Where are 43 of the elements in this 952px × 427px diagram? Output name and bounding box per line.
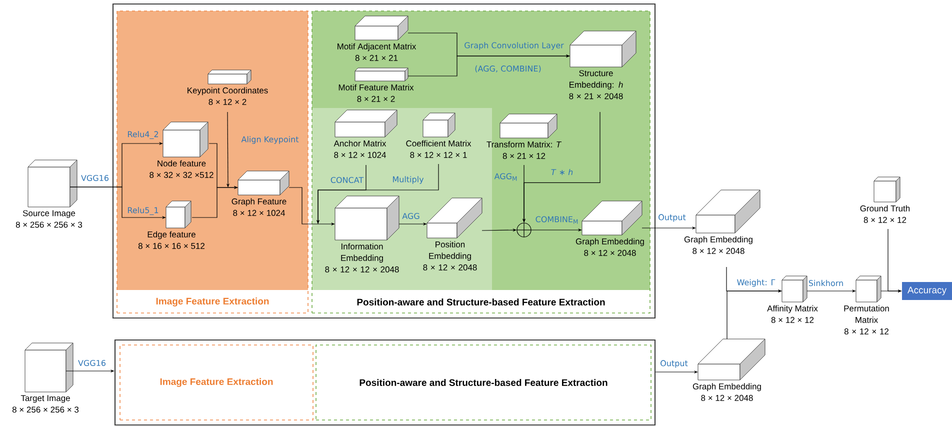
edge-label: Relu5_1: [128, 207, 158, 215]
result-box: Accuracy: [902, 282, 952, 300]
block-caption: Keypoint Coordinates 8 × 12 × 2: [188, 87, 268, 105]
edge-label: Align Keypoint: [241, 136, 299, 144]
block-caption: Graph Embedding 8 × 12 × 2048: [684, 236, 752, 254]
edge-label: Output: [658, 214, 686, 222]
block-caption: Graph Feature 8 × 12 × 1024: [232, 198, 286, 216]
block-caption: Ground Truth 8 × 12 × 12: [860, 205, 910, 223]
block-caption: Transform Matrix: T 8 × 21 × 12: [486, 141, 562, 159]
block-caption: Motif Adjacent Matrix 8 × 21 × 21: [338, 43, 416, 61]
edge-label: AGG: [402, 212, 420, 220]
edge-label: Sinkhorn: [808, 280, 843, 286]
edge-label: T ∗ h: [551, 168, 573, 176]
block-caption: Structure Embedding: h 8 × 21 × 2048: [569, 70, 623, 100]
edge-label: Multiply: [393, 176, 424, 184]
edge-label: Output: [660, 360, 688, 368]
edge-label: CONCAT: [330, 176, 364, 184]
block-caption: Information Embedding 8 × 12 × 12 × 2048: [325, 243, 399, 272]
block-caption: Source Image 8 × 256 × 256 × 3: [16, 210, 82, 228]
block-caption: Node feature 8 × 32 × 32 ×512: [150, 160, 214, 178]
block-caption: Graph Embedding 8 × 12 × 2048: [692, 383, 761, 401]
block-caption: Motif Feature Matrix 8 × 21 × 2: [338, 84, 414, 102]
block-caption: Permutation Matrix 8 × 12 × 12: [844, 305, 889, 334]
edge-label: Graph Convolution Layer: [464, 42, 564, 50]
edge-label: COMBINE$_{M}$: [536, 216, 578, 224]
edge-label: (AGG, COMBINE): [475, 65, 541, 73]
block-caption: Position Embedding 8 × 12 × 2048: [423, 241, 477, 270]
frame: [114, 339, 656, 426]
edge-label: AGG$_{M}$: [494, 173, 517, 181]
edge-label: VGG16: [78, 360, 106, 366]
plus-circle: [516, 222, 532, 238]
block-caption: Graph Embedding 8 × 12 × 2048: [576, 238, 644, 256]
edge-label: Weight: Γ: [737, 279, 776, 287]
block-caption: Anchor Matrix 8 × 12 × 1024: [334, 140, 386, 158]
panel: Image Feature Extraction: [120, 344, 314, 420]
block-caption: Edge feature 8 × 16 × 16 × 512: [138, 231, 204, 249]
network-label: VGG16: [81, 174, 109, 182]
block-caption: Affinity Matrix 8 × 12 × 12: [767, 305, 818, 323]
panel: Position-aware and Structure-based Feature Extraction: [316, 344, 652, 420]
block-caption: Target Image 8 × 256 × 256 × 3: [12, 395, 79, 413]
edge-label: Relu4_2: [128, 131, 158, 139]
frame: [112, 3, 656, 319]
block-caption: Coefficient Matrix 8 × 12 × 12 × 1: [406, 140, 472, 158]
